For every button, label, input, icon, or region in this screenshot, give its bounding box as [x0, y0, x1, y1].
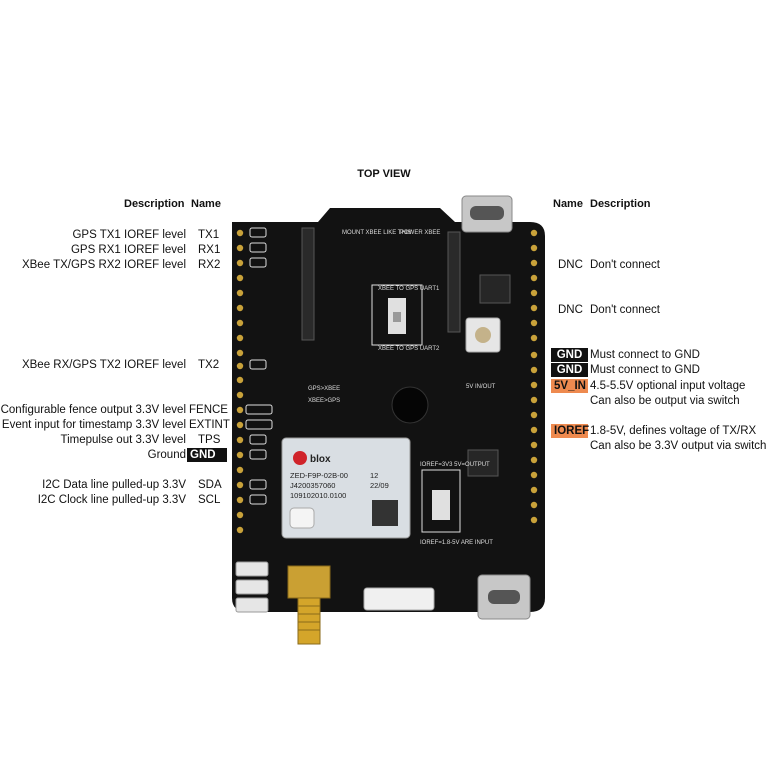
right-pin-description: Must connect to GND — [590, 364, 700, 376]
silk-ioref-5v: IOREF=1.8-5V ARE INPUT — [420, 540, 493, 546]
gnd-name-tag: GND — [187, 448, 227, 462]
gnd-name-tag: GND — [551, 363, 588, 377]
voltage-switch — [421, 469, 461, 533]
silk-mount: MOUNT XBEE LIKE THIS — [342, 230, 411, 236]
sma-connector — [287, 565, 331, 645]
coin-cell — [391, 386, 429, 424]
left-pin-name: TX1 — [198, 229, 220, 241]
left-pin-description: Timepulse out 3.3V level — [60, 434, 186, 446]
silk-gps-xbee: GPS>XBEE — [308, 386, 340, 392]
left-pad-labels — [245, 227, 273, 505]
module-line3: 109102010.0100 — [290, 491, 346, 500]
right-pin-name: DNC — [558, 304, 583, 316]
voltage-regulator — [467, 449, 499, 477]
left-pin-name: SCL — [198, 494, 221, 506]
module-model: ZED-F9P-02B-00 — [290, 471, 348, 480]
left-pin-name: TX2 — [198, 359, 220, 371]
silk-ioref-3v3: IOREF=3V3 5V=OUTPUT — [420, 462, 490, 468]
gnss-module: blox ZED-F9P-02B-00 12 J4200357060 22/09… — [281, 437, 411, 539]
left-pin-description: I2C Clock line pulled-up 3.3V — [37, 494, 186, 506]
uart-switch — [371, 284, 423, 346]
solder-jumpers — [235, 561, 269, 613]
gnd-name-tag: GND — [551, 348, 588, 362]
left-pin-description: GPS RX1 IOREF level — [70, 244, 186, 256]
left-pin-name: RX2 — [198, 259, 221, 271]
silk-xbee-gps: XBEE>GPS — [308, 398, 340, 404]
module-line2-right: 22/09 — [370, 481, 389, 490]
usb-uart-chip — [479, 274, 511, 304]
left-pin-name: SDA — [198, 479, 222, 491]
left-pin-description: Ground — [147, 449, 186, 461]
left-description-header: Description — [124, 198, 185, 210]
5v-in-name-tag: 5V_IN — [551, 379, 588, 393]
right-pin-description: Must connect to GND — [590, 349, 700, 361]
right-name-header: Name — [553, 198, 583, 210]
left-pin-name: TPS — [198, 434, 221, 446]
usb-c-bottom — [477, 574, 531, 620]
usb-c-top — [461, 195, 513, 233]
left-pin-name: EXTINT — [189, 419, 230, 431]
module-num: 12 — [370, 471, 378, 480]
reset-button — [465, 317, 501, 353]
right-pin-description: Don't connect — [590, 304, 660, 316]
silk-xbee-uart2: XBEE TO GPS UART2 — [378, 346, 440, 352]
right-header-pins — [530, 229, 538, 524]
diagram-title: TOP VIEW — [357, 168, 411, 180]
left-name-header: Name — [191, 198, 221, 210]
right-pin-description: 4.5-5.5V optional input voltage — [590, 380, 746, 392]
silk-xbee-uart1: XBEE TO GPS UART1 — [378, 286, 440, 292]
module-line2: J4200357060 — [290, 481, 335, 490]
xbee-header-right — [447, 231, 461, 333]
left-pin-description: XBee TX/GPS RX2 IOREF level — [21, 259, 186, 271]
module-brand: blox — [310, 454, 331, 465]
pcb-board — [232, 208, 545, 612]
left-pin-description: GPS TX1 IOREF level — [72, 229, 186, 241]
left-pin-name: FENCE — [189, 404, 228, 416]
left-pin-description: Configurable fence output 3.3V level — [0, 404, 186, 416]
xbee-header-left — [301, 227, 315, 341]
right-pin-description-line2: Can also be output via switch — [590, 395, 740, 407]
left-pin-description: XBee RX/GPS TX2 IOREF level — [21, 359, 186, 371]
left-pin-name: RX1 — [198, 244, 221, 256]
right-description-header: Description — [590, 198, 651, 210]
right-pin-description-line2: Can also be 3.3V output via switch — [590, 440, 767, 452]
ioref-name-tag: IOREF — [551, 424, 589, 438]
silk-power-xbee: POWER XBEE — [400, 230, 440, 236]
silk-5v-inout: 5V IN/OUT — [466, 384, 496, 390]
left-header-pins — [236, 229, 244, 534]
right-pin-description: Don't connect — [590, 259, 660, 271]
left-pin-description: Event input for timestamp 3.3V level — [1, 419, 186, 431]
right-pin-name: DNC — [558, 259, 583, 271]
left-pin-description: I2C Data line pulled-up 3.3V — [42, 479, 186, 491]
jst-connector — [363, 587, 435, 611]
right-pin-description: 1.8-5V, defines voltage of TX/RX — [590, 425, 757, 437]
